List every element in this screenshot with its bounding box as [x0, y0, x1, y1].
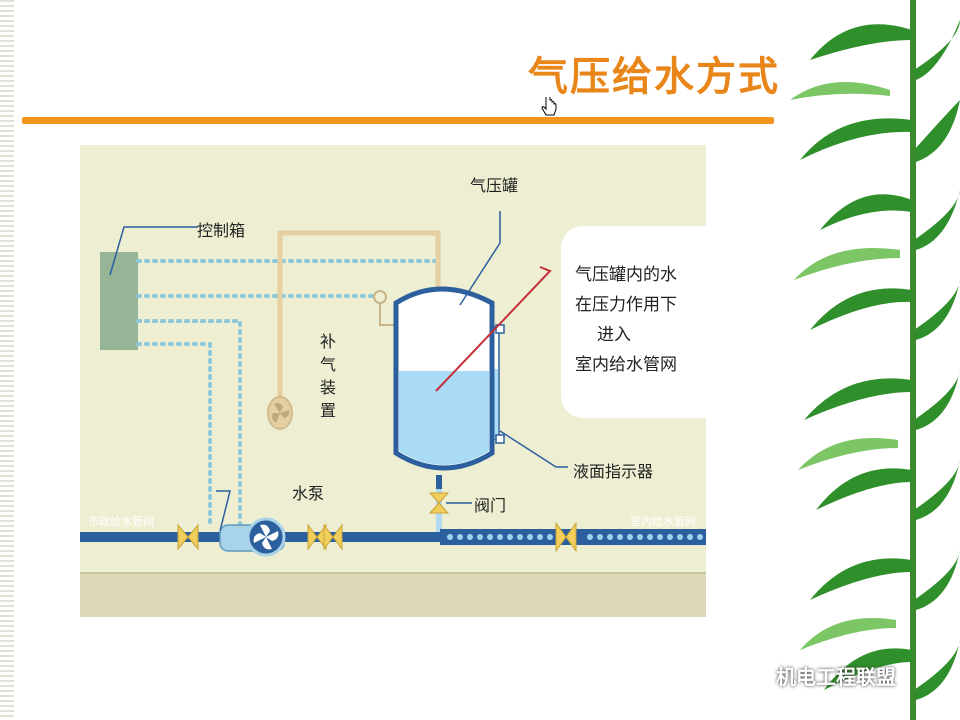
callout-line-4: 室内给水管网	[575, 355, 677, 375]
label-municipal-pipe: 市政给水管网	[88, 515, 154, 528]
callout-bubble	[561, 226, 721, 418]
label-control-box: 控制箱	[197, 221, 246, 240]
label-pump: 水泵	[292, 484, 325, 503]
callout-line-2: 在压力作用下	[575, 295, 677, 315]
pressure-gauge	[373, 290, 387, 304]
leader-lines	[109, 211, 568, 532]
control-signal-lines	[136, 259, 442, 527]
label-level-indicator: 液面指示器	[573, 462, 654, 481]
tank-outlet-pipe	[436, 475, 442, 489]
air-supply-fan	[272, 403, 290, 423]
check-valve-1	[307, 523, 327, 551]
bamboo-leaves-decoration	[790, 0, 960, 720]
check-valve-2	[323, 523, 343, 551]
label-pressure-tank: 气压罐	[470, 176, 519, 195]
hand-cursor-icon	[541, 97, 557, 116]
pump-blades	[253, 524, 279, 550]
outlet-valve	[555, 521, 577, 553]
watermark-text: 机电工程联盟	[776, 664, 896, 689]
air-supply-pipe	[277, 230, 441, 403]
label-air-supply-device: 补气装置	[319, 332, 336, 420]
inlet-valve	[177, 523, 199, 551]
control-box	[100, 252, 138, 350]
tank-valve	[428, 492, 450, 514]
tank-water	[399, 371, 489, 465]
callout-pointer	[435, 266, 552, 392]
indoor-pipe-flow-dots	[447, 534, 703, 540]
label-indoor-pipe: 室内给水管网	[630, 515, 696, 528]
wechat-icon	[739, 664, 767, 685]
watermark: 机电工程联盟	[738, 660, 896, 690]
left-stripe-border	[0, 0, 14, 720]
title-underline	[22, 117, 774, 124]
label-valve: 阀门	[474, 496, 507, 515]
pressure-gauge-stem	[379, 297, 398, 326]
ground	[80, 573, 706, 617]
callout-line-3: 进入	[597, 325, 631, 345]
level-indicator-water	[493, 369, 498, 439]
callout-text: 气压罐内的水 在压力作用下 进入 室内给水管网	[575, 260, 705, 380]
callout-line-1: 气压罐内的水	[575, 265, 677, 285]
slide-title: 气压给水方式	[528, 54, 780, 100]
